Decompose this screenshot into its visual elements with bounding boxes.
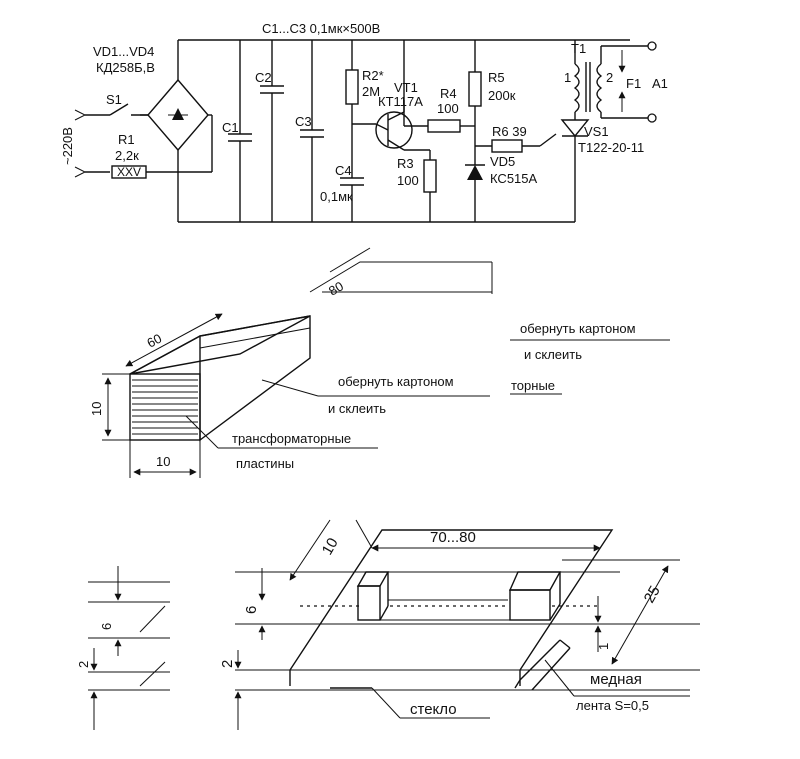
thyristor-vs1 bbox=[560, 112, 590, 222]
width-dimension: 10 bbox=[319, 535, 342, 558]
capacitor-c3 bbox=[300, 40, 324, 222]
a1-label: A1 bbox=[652, 76, 668, 91]
capacitor-c4 bbox=[340, 177, 364, 222]
depth-dimension: 25 bbox=[641, 583, 664, 606]
c3-label: C3 bbox=[295, 114, 312, 129]
caps-rating-label: C1...C3 0,1мк×500В bbox=[262, 21, 380, 36]
r3-value-label: 100 bbox=[397, 173, 419, 188]
resistor-r6 bbox=[475, 133, 557, 153]
transformer-t1 bbox=[573, 40, 657, 123]
r5-name-label: R5 bbox=[488, 70, 505, 85]
zener-vd5 bbox=[465, 164, 485, 222]
laminated-plates bbox=[132, 379, 198, 435]
copper-tape-label: лента S=0,5 bbox=[576, 698, 649, 713]
core-length-dimension: 60 bbox=[144, 331, 164, 351]
t1-winding-2-label: 2 bbox=[606, 70, 613, 85]
mains-voltage-label: ~220В bbox=[60, 127, 75, 165]
core-height-dimension: 10 bbox=[89, 402, 104, 416]
r5-value-label: 200к bbox=[488, 88, 516, 103]
bridge-name-label: VD1...VD4 bbox=[93, 44, 154, 59]
core-drawing: 80 10 bbox=[89, 247, 670, 478]
vs1-type-label: Т122-20-11 bbox=[578, 140, 644, 155]
vd5-type-label: КС515А bbox=[490, 171, 538, 186]
glass-slab bbox=[289, 529, 614, 686]
left-block bbox=[356, 571, 390, 621]
resistor-r2 bbox=[345, 40, 376, 178]
resistor-r1 bbox=[74, 165, 212, 179]
r1-body-label: XXV bbox=[117, 165, 141, 179]
r3-name-label: R3 bbox=[397, 156, 414, 171]
circuit-schematic: C1...C3 0,1мк×500В VD1...VD4 КД258Б,В S1… bbox=[60, 21, 668, 223]
note-plates: пластины bbox=[236, 456, 294, 471]
r4-name-label: R4 bbox=[440, 86, 457, 101]
ghost-box: 80 bbox=[309, 247, 493, 299]
c1-label: C1 bbox=[222, 120, 239, 135]
transistor-vt1 bbox=[375, 100, 430, 151]
r6-label: R6 39 bbox=[492, 124, 527, 139]
c2-label: C2 bbox=[255, 70, 272, 85]
span-dimension: 70...80 bbox=[430, 529, 476, 546]
ghost-dimension: 80 bbox=[326, 278, 346, 298]
core-width-dimension: 10 bbox=[156, 454, 170, 469]
resistor-r3 bbox=[423, 150, 437, 222]
resistor-r5 bbox=[468, 40, 482, 165]
vd5-name-label: VD5 bbox=[490, 154, 515, 169]
left-dim-6: 6 bbox=[99, 623, 114, 630]
right-block bbox=[508, 571, 562, 621]
left-dim-2: 2 bbox=[76, 661, 91, 668]
ghost-note-glue: и склеить bbox=[524, 347, 582, 362]
ghost-note-plates: торные bbox=[511, 378, 555, 393]
copper-label: медная bbox=[590, 671, 642, 688]
gap-dimension-1: 1 bbox=[596, 643, 611, 650]
copper-tape bbox=[330, 639, 571, 691]
ghost-note-wrap: обернуть картоном bbox=[520, 321, 636, 336]
c4-value-label: 0,1мк bbox=[320, 189, 353, 204]
note-wrap-cardboard: обернуть картоном bbox=[338, 374, 454, 389]
r4-value-label: 100 bbox=[437, 101, 459, 116]
r1-value-label: 2,2к bbox=[115, 148, 139, 163]
height-dimension-6: 6 bbox=[243, 606, 260, 614]
thickness-dimension-2: 2 bbox=[219, 660, 236, 668]
r2-value-label: 2М bbox=[362, 84, 380, 99]
r1-name-label: R1 bbox=[118, 132, 135, 147]
f1-label: F1 bbox=[626, 76, 641, 91]
diode-bridge-vd1-vd4 bbox=[140, 40, 213, 222]
capacitor-c2 bbox=[260, 40, 284, 222]
resistor-r4 bbox=[403, 40, 475, 133]
capacitor-c1 bbox=[228, 40, 252, 222]
note-transformer-plates: трансформаторные bbox=[232, 431, 351, 446]
c4-name-label: C4 bbox=[335, 163, 352, 178]
r2-name-label: R2* bbox=[362, 68, 384, 83]
vs1-name-label: VS1 bbox=[584, 124, 609, 139]
fixture-drawing: 6 2 bbox=[76, 519, 700, 730]
glass-label: стекло bbox=[410, 701, 457, 718]
vt1-type-label: КТ117А bbox=[378, 94, 423, 109]
bridge-type-label: КД258Б,В bbox=[96, 60, 155, 75]
t1-label: T1 bbox=[571, 41, 586, 56]
vt1-name-label: VT1 bbox=[394, 80, 418, 95]
t1-winding-1-label: 1 bbox=[564, 70, 571, 85]
left-partial-view: 6 2 bbox=[76, 566, 170, 730]
switch-s1 bbox=[74, 103, 148, 121]
note-glue: и склеить bbox=[328, 401, 386, 416]
s1-label: S1 bbox=[106, 92, 122, 107]
